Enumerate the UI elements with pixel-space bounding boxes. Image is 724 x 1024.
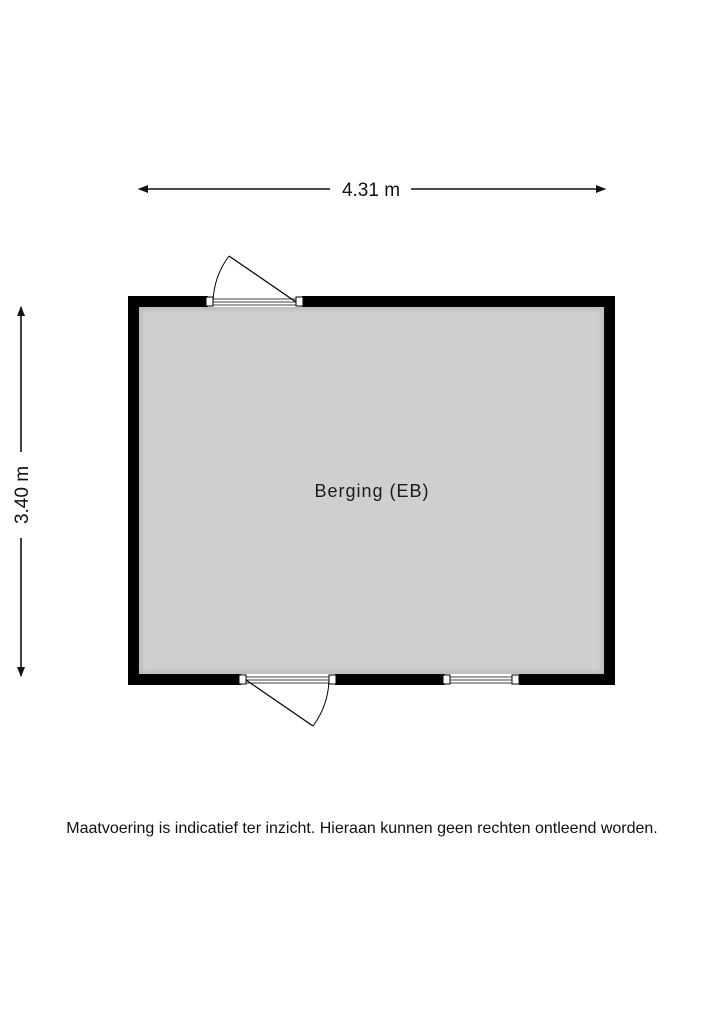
bottom-door-jamb-left — [238, 674, 247, 685]
bottom-door — [238, 674, 337, 727]
top-door-jamb-left — [205, 296, 214, 307]
bottom-door-swing-arc — [312, 679, 330, 727]
width-dimension: 4.31 m — [138, 180, 606, 201]
height-dimension-label: 3.40 m — [12, 466, 33, 524]
bottom-door-opening — [241, 674, 335, 685]
bottom-window — [442, 674, 520, 685]
disclaimer-text: Maatvoering is indicatief ter inzicht. H… — [66, 820, 658, 837]
height-dimension: 3.40 m — [12, 306, 33, 677]
top-door-leaf — [228, 255, 297, 303]
bottom-door-jamb-right — [328, 674, 337, 685]
width-dimension-label: 4.31 m — [342, 180, 400, 201]
top-door-swing-arc — [212, 255, 230, 303]
room-floor — [142, 310, 601, 671]
bottom-window-jamb-left — [442, 674, 451, 685]
bottom-window-jamb-right — [511, 674, 520, 685]
top-door-jamb-right — [295, 296, 304, 307]
bottom-door-leaf — [245, 679, 314, 727]
top-door — [205, 255, 304, 307]
top-door-opening — [208, 296, 302, 307]
bottom-window-opening — [445, 674, 519, 685]
room-label: Berging (EB) — [314, 481, 429, 501]
